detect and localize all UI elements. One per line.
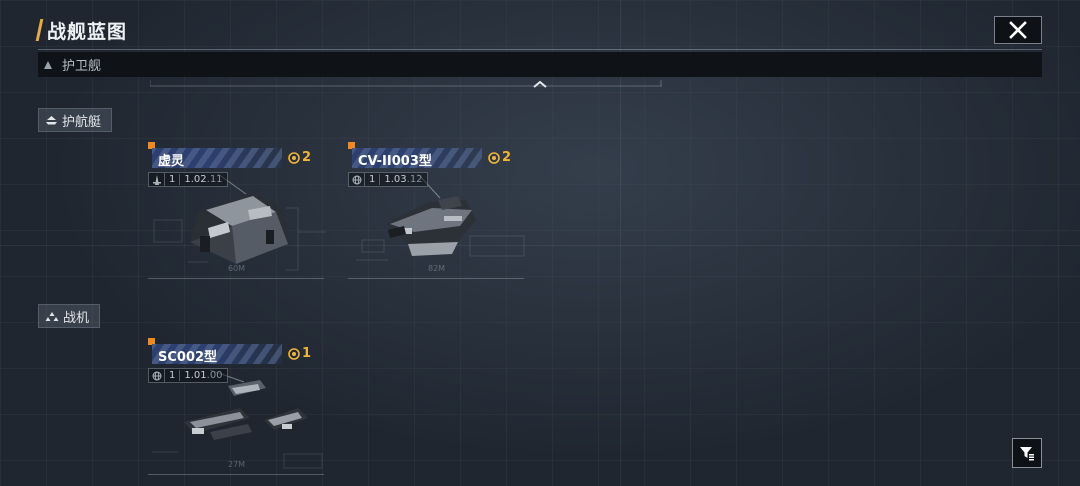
category-label: 护航艇 [62, 114, 102, 130]
ship-name: CV-II003型 [358, 154, 432, 169]
card-name-bar: SC002型 [152, 344, 282, 365]
page-title: 战舰蓝图 [47, 20, 128, 43]
version-minor: .12 [406, 174, 423, 185]
card-baseline [148, 278, 324, 279]
blueprint-count-value: 1 [302, 346, 312, 361]
ship-size-label: 27M [228, 460, 246, 469]
blueprint-count: 1 [288, 346, 311, 361]
ship-size-label: 82M [428, 264, 446, 273]
tower-icon [149, 173, 165, 186]
close-button[interactable] [994, 16, 1042, 44]
blueprint-coin-icon [288, 347, 300, 360]
ship-version: 1.01.00 [180, 370, 226, 381]
rarity-corner-marker [148, 142, 155, 149]
section-label: 护卫舰 [62, 59, 102, 74]
version-minor: .11 [206, 174, 223, 185]
ship-version: 1.03.12 [380, 174, 426, 185]
ship-level: 1 [165, 174, 181, 185]
card-name-bar: 虚灵 [152, 148, 282, 169]
version-info: 1 1.01.00 [148, 368, 228, 383]
fighter-icon [45, 311, 59, 322]
filter-icon [1020, 447, 1034, 461]
category-label: 战机 [63, 310, 90, 326]
card-baseline [148, 474, 324, 475]
ship-name: 虚灵 [158, 154, 185, 169]
ship-image-xuling [153, 173, 326, 271]
ship-level: 1 [165, 370, 181, 381]
chevron-up-icon[interactable] [531, 78, 549, 90]
collapse-triangle-icon [44, 60, 52, 69]
ship-size-label: 60M [228, 264, 246, 273]
category-tag-escort: 护航艇 [38, 108, 113, 132]
blueprint-card-cv-ii003[interactable]: CV-II003型 2 1 1.03.12 82M [348, 142, 526, 282]
version-minor: .00 [206, 370, 223, 381]
blueprint-card-xuling[interactable]: 虚灵 2 1 1.02.11 60M [148, 142, 326, 282]
card-baseline [348, 278, 524, 279]
blueprint-card-sc002[interactable]: SC002型 1 1 1.01.00 27M [148, 338, 326, 478]
version-major: 1.01 [184, 370, 207, 381]
decor-line [0, 245, 1080, 246]
version-info: 1 1.03.12 [348, 172, 428, 187]
rarity-corner-marker [148, 338, 155, 345]
header-divider [38, 49, 1042, 50]
ruler-decor [150, 80, 662, 87]
ship-version: 1.02.11 [180, 174, 226, 185]
close-icon [1009, 21, 1027, 39]
blueprint-count-value: 2 [302, 150, 312, 165]
blueprint-coin-icon [488, 151, 500, 164]
section-header-frigate[interactable]: 护卫舰 [38, 52, 1042, 77]
decor-line [620, 0, 621, 486]
category-tag-fighter: 战机 [38, 304, 101, 328]
globe-icon [149, 369, 165, 382]
version-info: 1 1.02.11 [148, 172, 228, 187]
version-major: 1.03 [384, 174, 407, 185]
blueprint-count: 2 [288, 150, 311, 165]
rarity-corner-marker [348, 142, 355, 149]
ship-name: SC002型 [158, 350, 218, 365]
ship-level: 1 [365, 174, 381, 185]
page-header: 战舰蓝图 [35, 16, 128, 44]
blueprint-coin-icon [288, 151, 300, 164]
filter-button[interactable] [1012, 438, 1042, 468]
ship-image-cv-ii003 [356, 173, 525, 261]
version-major: 1.02 [184, 174, 207, 185]
blueprint-count-value: 2 [502, 150, 512, 165]
ship-image-sc002 [152, 369, 323, 469]
card-name-bar: CV-II003型 [352, 148, 482, 169]
globe-icon [349, 173, 365, 186]
blueprint-count: 2 [488, 150, 511, 165]
escort-boat-icon [45, 115, 58, 126]
